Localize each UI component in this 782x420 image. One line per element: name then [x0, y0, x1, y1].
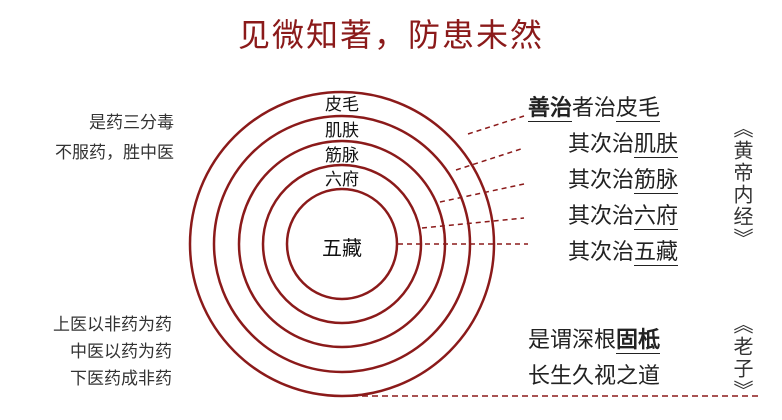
- laozi-quote: 是谓深根固柢 长生久视之道: [528, 322, 661, 395]
- center-label: 五藏: [322, 236, 362, 260]
- treatment-line-3: 其次治筋脉: [568, 168, 679, 194]
- connector-4: [421, 217, 525, 229]
- laozi-line-1: 是谓深根固柢: [528, 327, 661, 354]
- left-bottom-line-2: 中医以药为药: [70, 342, 172, 362]
- left-top-notes: 是药三分毒 不服药，胜中医: [55, 108, 174, 168]
- left-bottom-line-1: 上医以非药为药: [53, 315, 172, 335]
- treatment-line-5: 其次治五藏: [568, 240, 679, 266]
- left-top-line-1: 是药三分毒: [89, 113, 174, 133]
- connector-1: [467, 115, 525, 135]
- connector-2: [455, 147, 525, 171]
- treatment-line-1: 善治者治皮毛: [528, 95, 661, 122]
- laozi-line-2: 长生久视之道: [528, 364, 661, 389]
- source-laozi: 《老子》: [730, 314, 754, 402]
- ring-label-flesh: 肌肤: [325, 121, 359, 141]
- left-bottom-line-3: 下医药成非药: [70, 369, 172, 389]
- left-top-line-2: 不服药，胜中医: [55, 143, 174, 163]
- ring-label-tendons: 筋脉: [325, 146, 359, 166]
- source-huangdi-neijing: 《黄帝内经》: [730, 118, 754, 250]
- ring-inner: [285, 187, 399, 301]
- ring-label-fu-organs: 六府: [325, 170, 359, 190]
- treatment-line-4: 其次治六府: [568, 204, 679, 230]
- left-bottom-notes: 上医以非药为药 中医以药为药 下医药成非药: [53, 312, 172, 393]
- page-title: 见微知著，防患未然: [237, 16, 544, 54]
- treatment-line-2: 其次治肌肤: [568, 132, 679, 158]
- treatment-lines: 善治者治皮毛 其次治肌肤 其次治筋脉 其次治六府 其次治五藏: [528, 90, 679, 271]
- ring-label-skin: 皮毛: [325, 95, 359, 115]
